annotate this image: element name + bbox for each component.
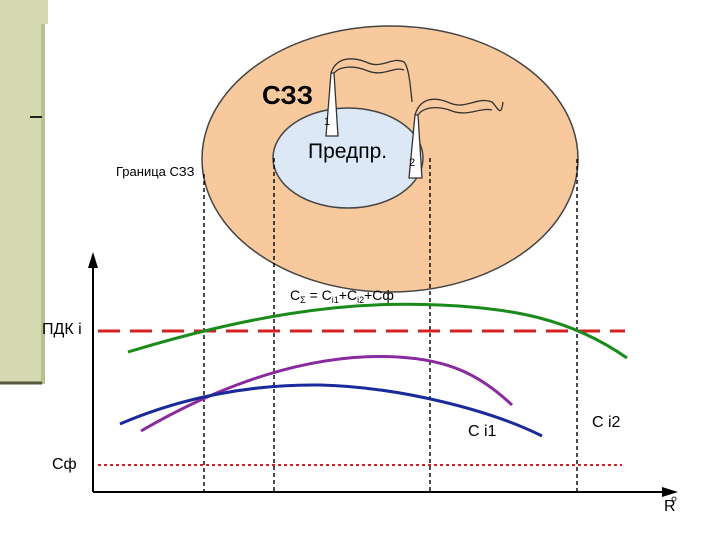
x-axis-end-mark bbox=[671, 496, 677, 502]
ci2-label: C i2 bbox=[592, 414, 621, 431]
sum-c: C bbox=[290, 287, 301, 303]
sum-formula-label: CΣ = Ci1+Ci2+Cф bbox=[290, 287, 394, 305]
sidebar-shadow bbox=[41, 24, 45, 384]
smoke-plume-2 bbox=[414, 98, 504, 116]
curve-c-sum bbox=[127, 302, 628, 360]
stack-2-label: 2 bbox=[409, 157, 416, 169]
r-axis-label: R bbox=[664, 498, 676, 515]
x-axis-arrow bbox=[662, 487, 678, 497]
y-axis-arrow bbox=[88, 252, 98, 268]
curve-c-i1 bbox=[119, 383, 543, 438]
sidebar-top-block bbox=[0, 0, 48, 24]
cf-label: Cф bbox=[52, 456, 77, 473]
sum-tail: +Cф bbox=[364, 287, 394, 303]
ci1-label: C i1 bbox=[468, 423, 497, 440]
stack-1-label: 1 bbox=[324, 116, 331, 128]
sum-sub-i1: i1 bbox=[331, 295, 339, 305]
sum-sub-sigma: Σ bbox=[300, 295, 306, 305]
curve-c-i2 bbox=[140, 355, 514, 433]
pdk-label: ПДК i bbox=[42, 321, 82, 338]
enterprise-area bbox=[272, 107, 424, 209]
smoke-plume-1 bbox=[330, 58, 413, 103]
sum-plus: +C bbox=[338, 287, 358, 303]
enterprise-label: Предпр. bbox=[308, 140, 388, 163]
sidebar-panel bbox=[0, 0, 42, 384]
sum-eq: = C bbox=[305, 287, 332, 303]
szz-label: СЗЗ bbox=[262, 80, 314, 110]
szz-boundary-label: Граница СЗЗ bbox=[116, 164, 195, 179]
sum-sub-i2: i2 bbox=[357, 295, 365, 305]
